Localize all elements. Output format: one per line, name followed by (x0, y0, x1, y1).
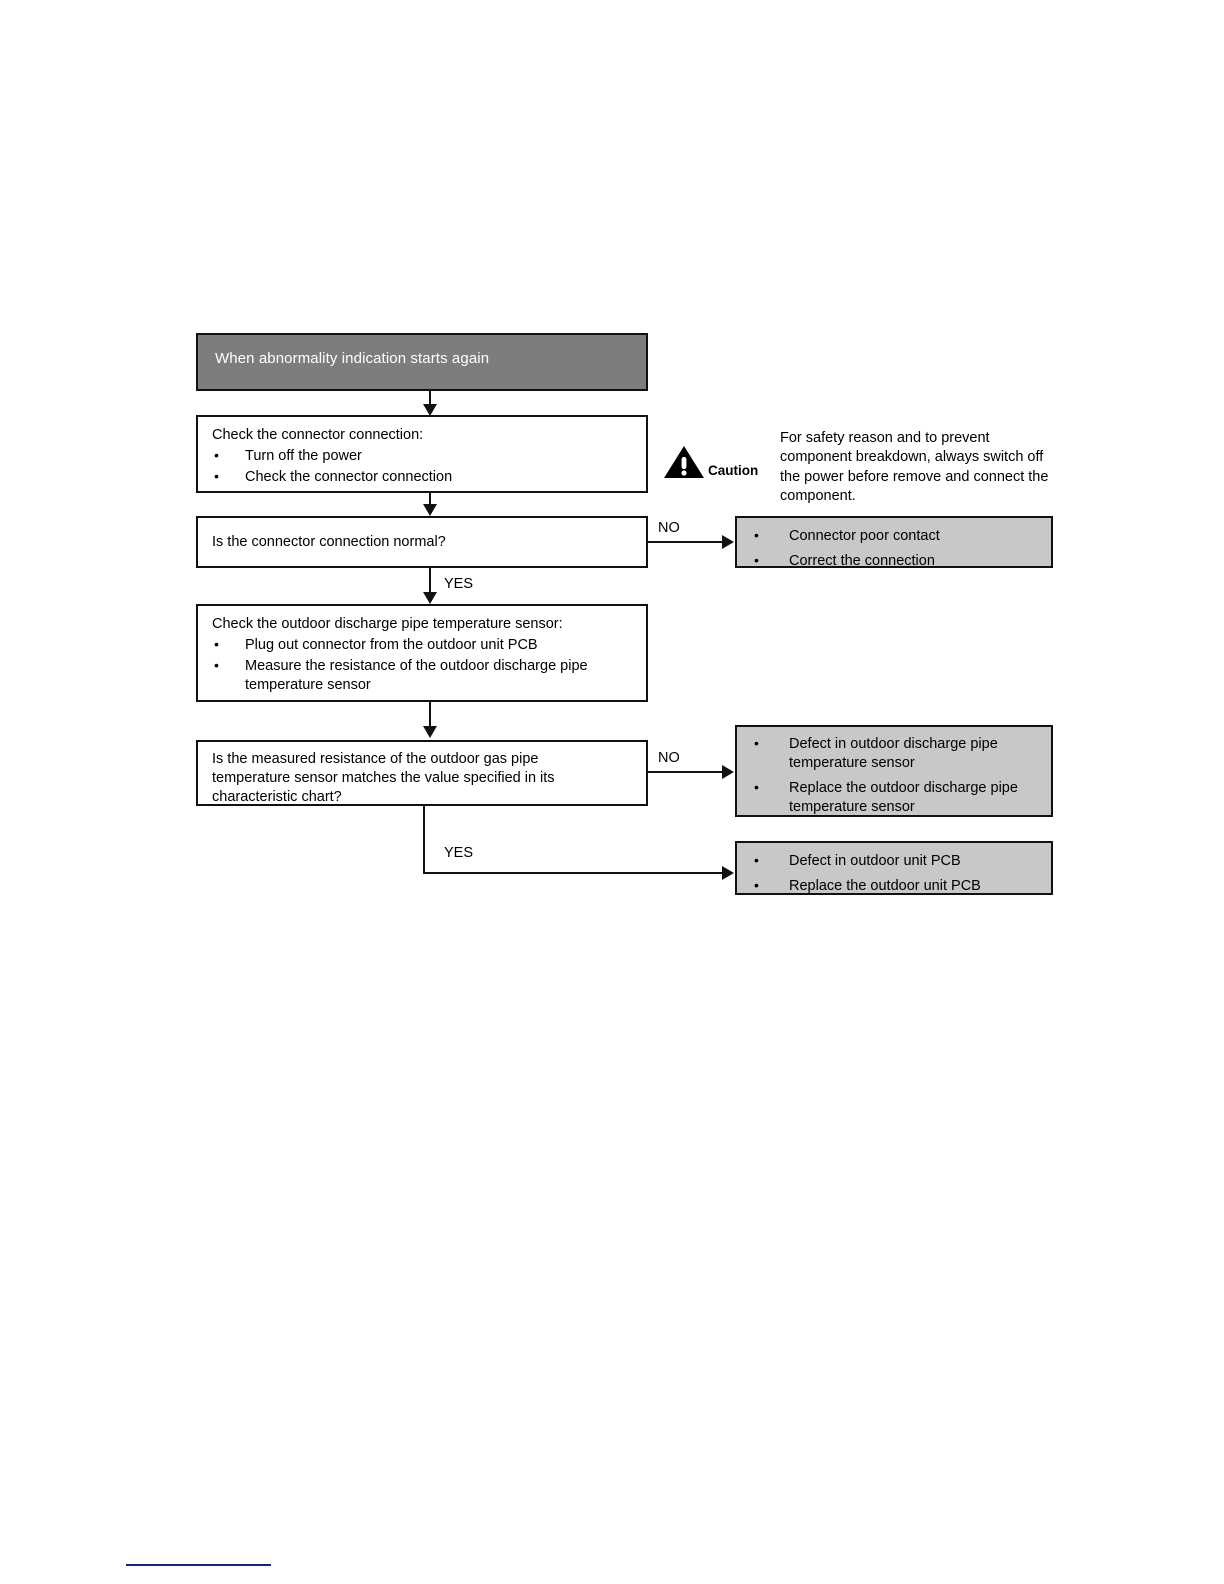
edge-decision2-no (648, 771, 726, 773)
warning-triangle-icon (664, 446, 704, 478)
edge-decision1-yes (429, 568, 431, 596)
process-check-sensor-box: Check the outdoor discharge pipe tempera… (196, 604, 648, 702)
list-item: Plug out connector from the outdoor unit… (198, 635, 646, 655)
process-check-connector-bullets: Turn off the power Check the connector c… (198, 446, 646, 489)
list-item: Correct the connection (737, 551, 1051, 571)
list-item: Defect in outdoor discharge pipe tempera… (737, 734, 1051, 773)
decision-connector-normal-box: Is the connector connection normal? (196, 516, 648, 568)
list-item: Measure the resistance of the outdoor di… (198, 656, 646, 695)
decision-connector-normal-text: Is the connector connection normal? (212, 534, 446, 550)
decision-resistance-line-3: characteristic chart? (212, 789, 342, 805)
edge-label-decision2-yes: YES (444, 845, 474, 861)
result-sensor-defect-box: Defect in outdoor discharge pipe tempera… (735, 725, 1053, 817)
process-check-sensor-lead: Check the outdoor discharge pipe tempera… (212, 616, 563, 632)
process-check-connector-box: Check the connector connection: Turn off… (196, 415, 648, 493)
edge-decision2-yes-horizontal (423, 872, 726, 874)
caution-marker: Caution (663, 444, 783, 488)
list-item: Replace the outdoor discharge pipe tempe… (737, 778, 1051, 817)
arrow-start-to-check (423, 404, 437, 416)
result-sensor-defect-bullets: Defect in outdoor discharge pipe tempera… (737, 734, 1051, 824)
caution-word-label: Caution (708, 463, 759, 478)
list-item: Check the connector connection (198, 467, 646, 487)
caution-body-text: For safety reason and to prevent compone… (780, 430, 1049, 504)
arrow-decision1-yes (423, 592, 437, 604)
decision-resistance-line-1: Is the measured resistance of the outdoo… (212, 751, 539, 767)
list-item: Replace the outdoor unit PCB (737, 876, 1051, 896)
edge-decision1-no (648, 541, 726, 543)
result-pcb-defect-box: Defect in outdoor unit PCB Replace the o… (735, 841, 1053, 895)
edge-label-decision1-no: NO (658, 520, 680, 536)
process-check-sensor-bullets: Plug out connector from the outdoor unit… (198, 635, 646, 697)
result-pcb-defect-bullets: Defect in outdoor unit PCB Replace the o… (737, 851, 1051, 902)
connector-sensor-to-decision2 (429, 702, 431, 730)
arrow-sensor-to-decision2 (423, 726, 437, 738)
edge-decision2-yes-vertical (423, 806, 425, 874)
result-connector-poor-contact-box: Connector poor contact Correct the conne… (735, 516, 1053, 570)
flow-start-box: When abnormality indication starts again (196, 333, 648, 391)
flow-start-label: When abnormality indication starts again (215, 350, 490, 367)
edge-label-decision2-no: NO (658, 750, 680, 766)
connector-check-to-decision1 (429, 493, 431, 508)
process-check-connector-lead: Check the connector connection: (212, 427, 424, 443)
list-item: Connector poor contact (737, 526, 1051, 546)
arrow-decision1-no (722, 535, 734, 549)
decision-resistance-matches-box: Is the measured resistance of the outdoo… (196, 740, 648, 806)
arrow-decision2-no (722, 765, 734, 779)
list-item: Defect in outdoor unit PCB (737, 851, 1051, 871)
edge-label-decision1-yes: YES (444, 576, 474, 592)
arrow-decision2-yes (722, 866, 734, 880)
footer-rule (126, 1564, 271, 1566)
decision-resistance-line-2: temperature sensor matches the value spe… (212, 770, 555, 786)
list-item: Turn off the power (198, 446, 646, 466)
connector-start-to-check (429, 391, 431, 413)
result-connector-poor-contact-bullets: Connector poor contact Correct the conne… (737, 526, 1051, 577)
arrow-check-to-decision1 (423, 504, 437, 516)
